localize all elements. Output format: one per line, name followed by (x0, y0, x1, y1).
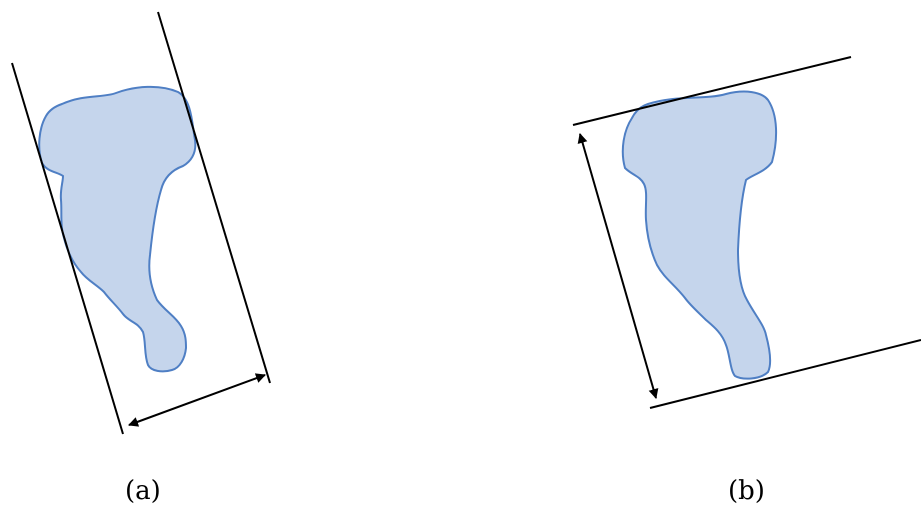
panel-label-a: (a) (125, 476, 161, 506)
tangent-line-bottom-b (650, 340, 921, 408)
panel-b: (b) (573, 57, 921, 506)
panel-a: (a) (12, 12, 270, 506)
width-arrow-a (129, 375, 265, 425)
panel-label-b: (b) (728, 476, 765, 506)
shape-b (623, 92, 776, 379)
